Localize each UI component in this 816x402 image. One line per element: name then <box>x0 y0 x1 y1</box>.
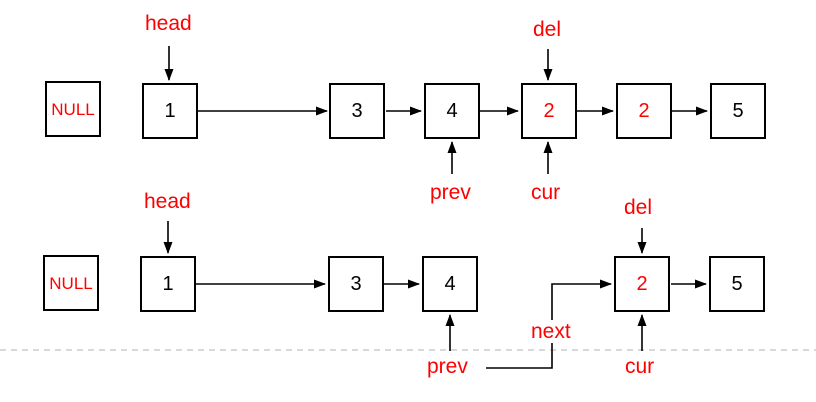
list-node-5-before: 5 <box>710 83 766 139</box>
pointer-label-cur-after: cur <box>625 355 655 378</box>
list-node-2-before: 2 <box>521 83 577 139</box>
list-node-4-before: 4 <box>424 83 480 139</box>
pointer-label-prev-after: prev <box>427 355 468 378</box>
pointer-label-cur-before: cur <box>531 181 561 204</box>
list-node-2-after: 2 <box>614 256 670 312</box>
pointer-label-head-before: head <box>145 12 192 35</box>
list-node-3-after: 3 <box>328 256 384 312</box>
pointer-label-head-after: head <box>144 190 191 213</box>
pointer-label-del-after: del <box>624 196 653 219</box>
list-node-5-after: 5 <box>709 256 765 312</box>
pointer-label-next-after: next <box>528 320 574 343</box>
pointer-label-prev-before: prev <box>430 181 471 204</box>
list-node-1-before: 1 <box>142 83 198 139</box>
list-node-2b-before: 2 <box>616 83 672 139</box>
list-node-3-before: 3 <box>329 83 385 139</box>
pointer-label-del-before: del <box>533 18 562 41</box>
list-node-4-after: 4 <box>422 256 478 312</box>
null-box-after: NULL <box>43 255 99 311</box>
list-node-1-after: 1 <box>140 256 196 312</box>
null-box-before: NULL <box>45 81 101 137</box>
